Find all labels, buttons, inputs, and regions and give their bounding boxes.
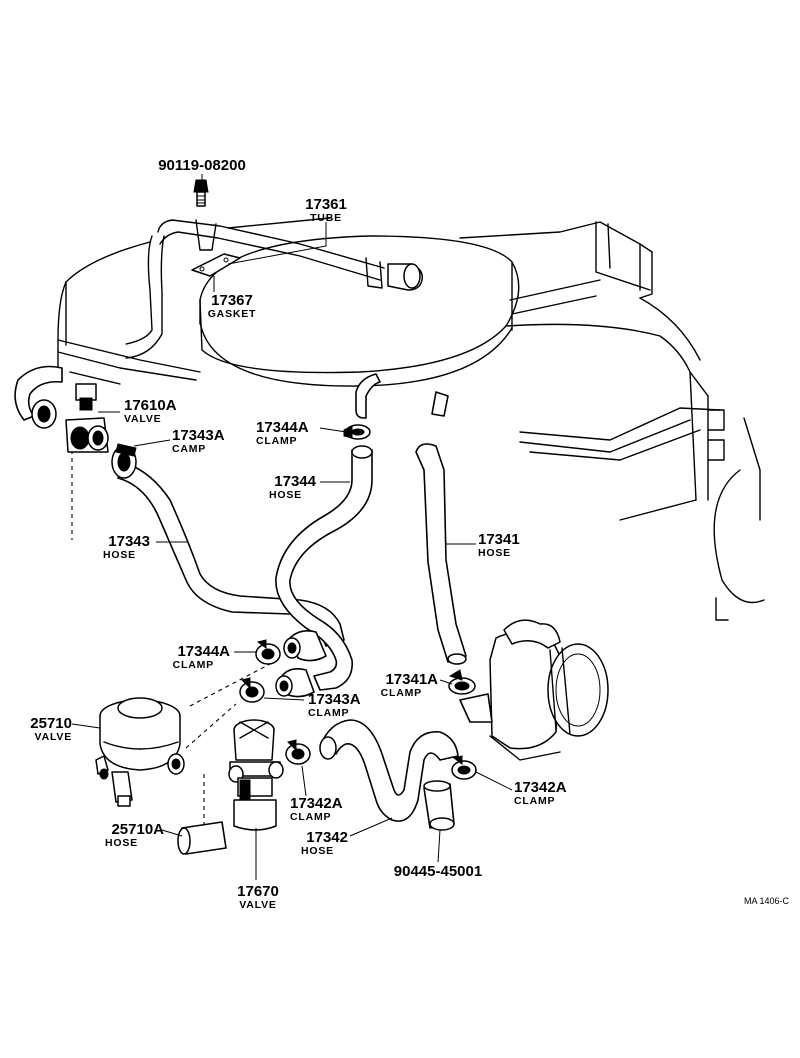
part-number: 17341A [385, 671, 438, 688]
tube-17361 [157, 219, 424, 291]
clamp-17342a-mid-icon [285, 739, 311, 765]
part-name: VALVE [35, 731, 72, 743]
part-number: 17344 [274, 473, 316, 490]
part-name: TUBE [310, 212, 342, 224]
part-label-90445: 90445-45001 [394, 863, 482, 880]
leader-lines [71, 174, 513, 880]
clamp-17344a-top-icon [343, 424, 371, 440]
part-number: 25710A [111, 821, 164, 838]
dashed-link-25710 [189, 663, 271, 707]
part-label-17344A-low: 17344A CLAMP [173, 643, 231, 671]
part-label-17367: 17367 GASKET [208, 292, 257, 320]
part-name: HOSE [301, 845, 334, 857]
part-label-17341A: 17341A CLAMP [381, 671, 439, 699]
part-label-17343A-low: 17343A CLAMP [308, 691, 361, 719]
hose-17344 [275, 445, 373, 691]
part-number: 17342 [306, 829, 348, 846]
hose-90445-icon [423, 780, 455, 831]
part-label-17344: 17344 HOSE [269, 473, 317, 501]
clamp-17343a-lower-icon [239, 677, 265, 703]
part-number: 17610A [124, 397, 177, 414]
part-name: VALVE [239, 899, 276, 911]
part-number: 17341 [478, 531, 520, 548]
air-cleaner-outline [57, 217, 765, 621]
figure-code: MA 1406-C [744, 896, 790, 906]
part-name: HOSE [105, 837, 138, 849]
part-label-90119: 90119-08200 [158, 157, 246, 174]
part-number: 17342A [514, 779, 567, 796]
hose-17341 [415, 443, 467, 665]
part-label-17342A-right: 17342A CLAMP [514, 779, 567, 807]
part-name: HOSE [478, 547, 511, 559]
part-label-25710: 25710 VALVE [30, 715, 72, 743]
part-label-17610A: 17610A VALVE [124, 397, 177, 425]
bolt-90119-icon [193, 179, 209, 207]
part-name: CLAMP [514, 795, 555, 807]
hose-17342 [319, 719, 459, 822]
part-number: 17344A [177, 643, 230, 660]
dashed-link-25710-low [185, 703, 237, 749]
valve-17670-icon [228, 719, 284, 831]
part-label-17343: 17343 HOSE [103, 533, 150, 561]
part-number: 90119-08200 [158, 157, 246, 174]
part-number: 17344A [256, 419, 309, 436]
part-label-17344A-top: 17344A CLAMP [256, 419, 309, 447]
hose-25710a-icon [177, 821, 227, 855]
part-name: CLAMP [381, 687, 422, 699]
valve-25710-icon [95, 697, 185, 807]
part-name: CLAMP [256, 435, 297, 447]
clamp-17342a-right-icon [451, 755, 477, 780]
part-label-17361: 17361 TUBE [305, 196, 347, 224]
part-label-17342A-mid: 17342A CLAMP [290, 795, 343, 823]
part-label-17343A-top: 17343A CAMP [172, 427, 225, 455]
part-name: CLAMP [290, 811, 331, 823]
part-number: 17342A [290, 795, 343, 812]
part-number: 17670 [237, 883, 279, 900]
clamp-17344a-lower-icon [255, 639, 281, 665]
part-number: 17361 [305, 196, 347, 213]
part-name: GASKET [208, 308, 257, 320]
hose-stub-icon [275, 630, 327, 698]
part-name: HOSE [269, 489, 302, 501]
valve-17610a-icon [14, 365, 109, 453]
clamp-17341a-icon [448, 669, 476, 695]
part-label-25710A: 25710A HOSE [105, 821, 164, 849]
clamp-17343a-top-icon [111, 443, 137, 479]
part-name: CLAMP [173, 659, 214, 671]
part-number: 17343 [108, 533, 150, 550]
part-number: 90445-45001 [394, 863, 482, 880]
part-label-17670: 17670 VALVE [237, 883, 279, 911]
part-number: 17343A [308, 691, 361, 708]
part-number: 25710 [30, 715, 72, 732]
part-label-17342: 17342 HOSE [301, 829, 348, 857]
gasket-17367 [191, 253, 241, 277]
part-name: HOSE [103, 549, 136, 561]
part-name: CLAMP [308, 707, 349, 719]
part-number: 17367 [211, 292, 253, 309]
part-name: CAMP [172, 443, 206, 455]
part-number: 17343A [172, 427, 225, 444]
part-label-17341: 17341 HOSE [478, 531, 520, 559]
part-name: VALVE [124, 413, 161, 425]
vacuum-unit-icon [459, 619, 609, 761]
